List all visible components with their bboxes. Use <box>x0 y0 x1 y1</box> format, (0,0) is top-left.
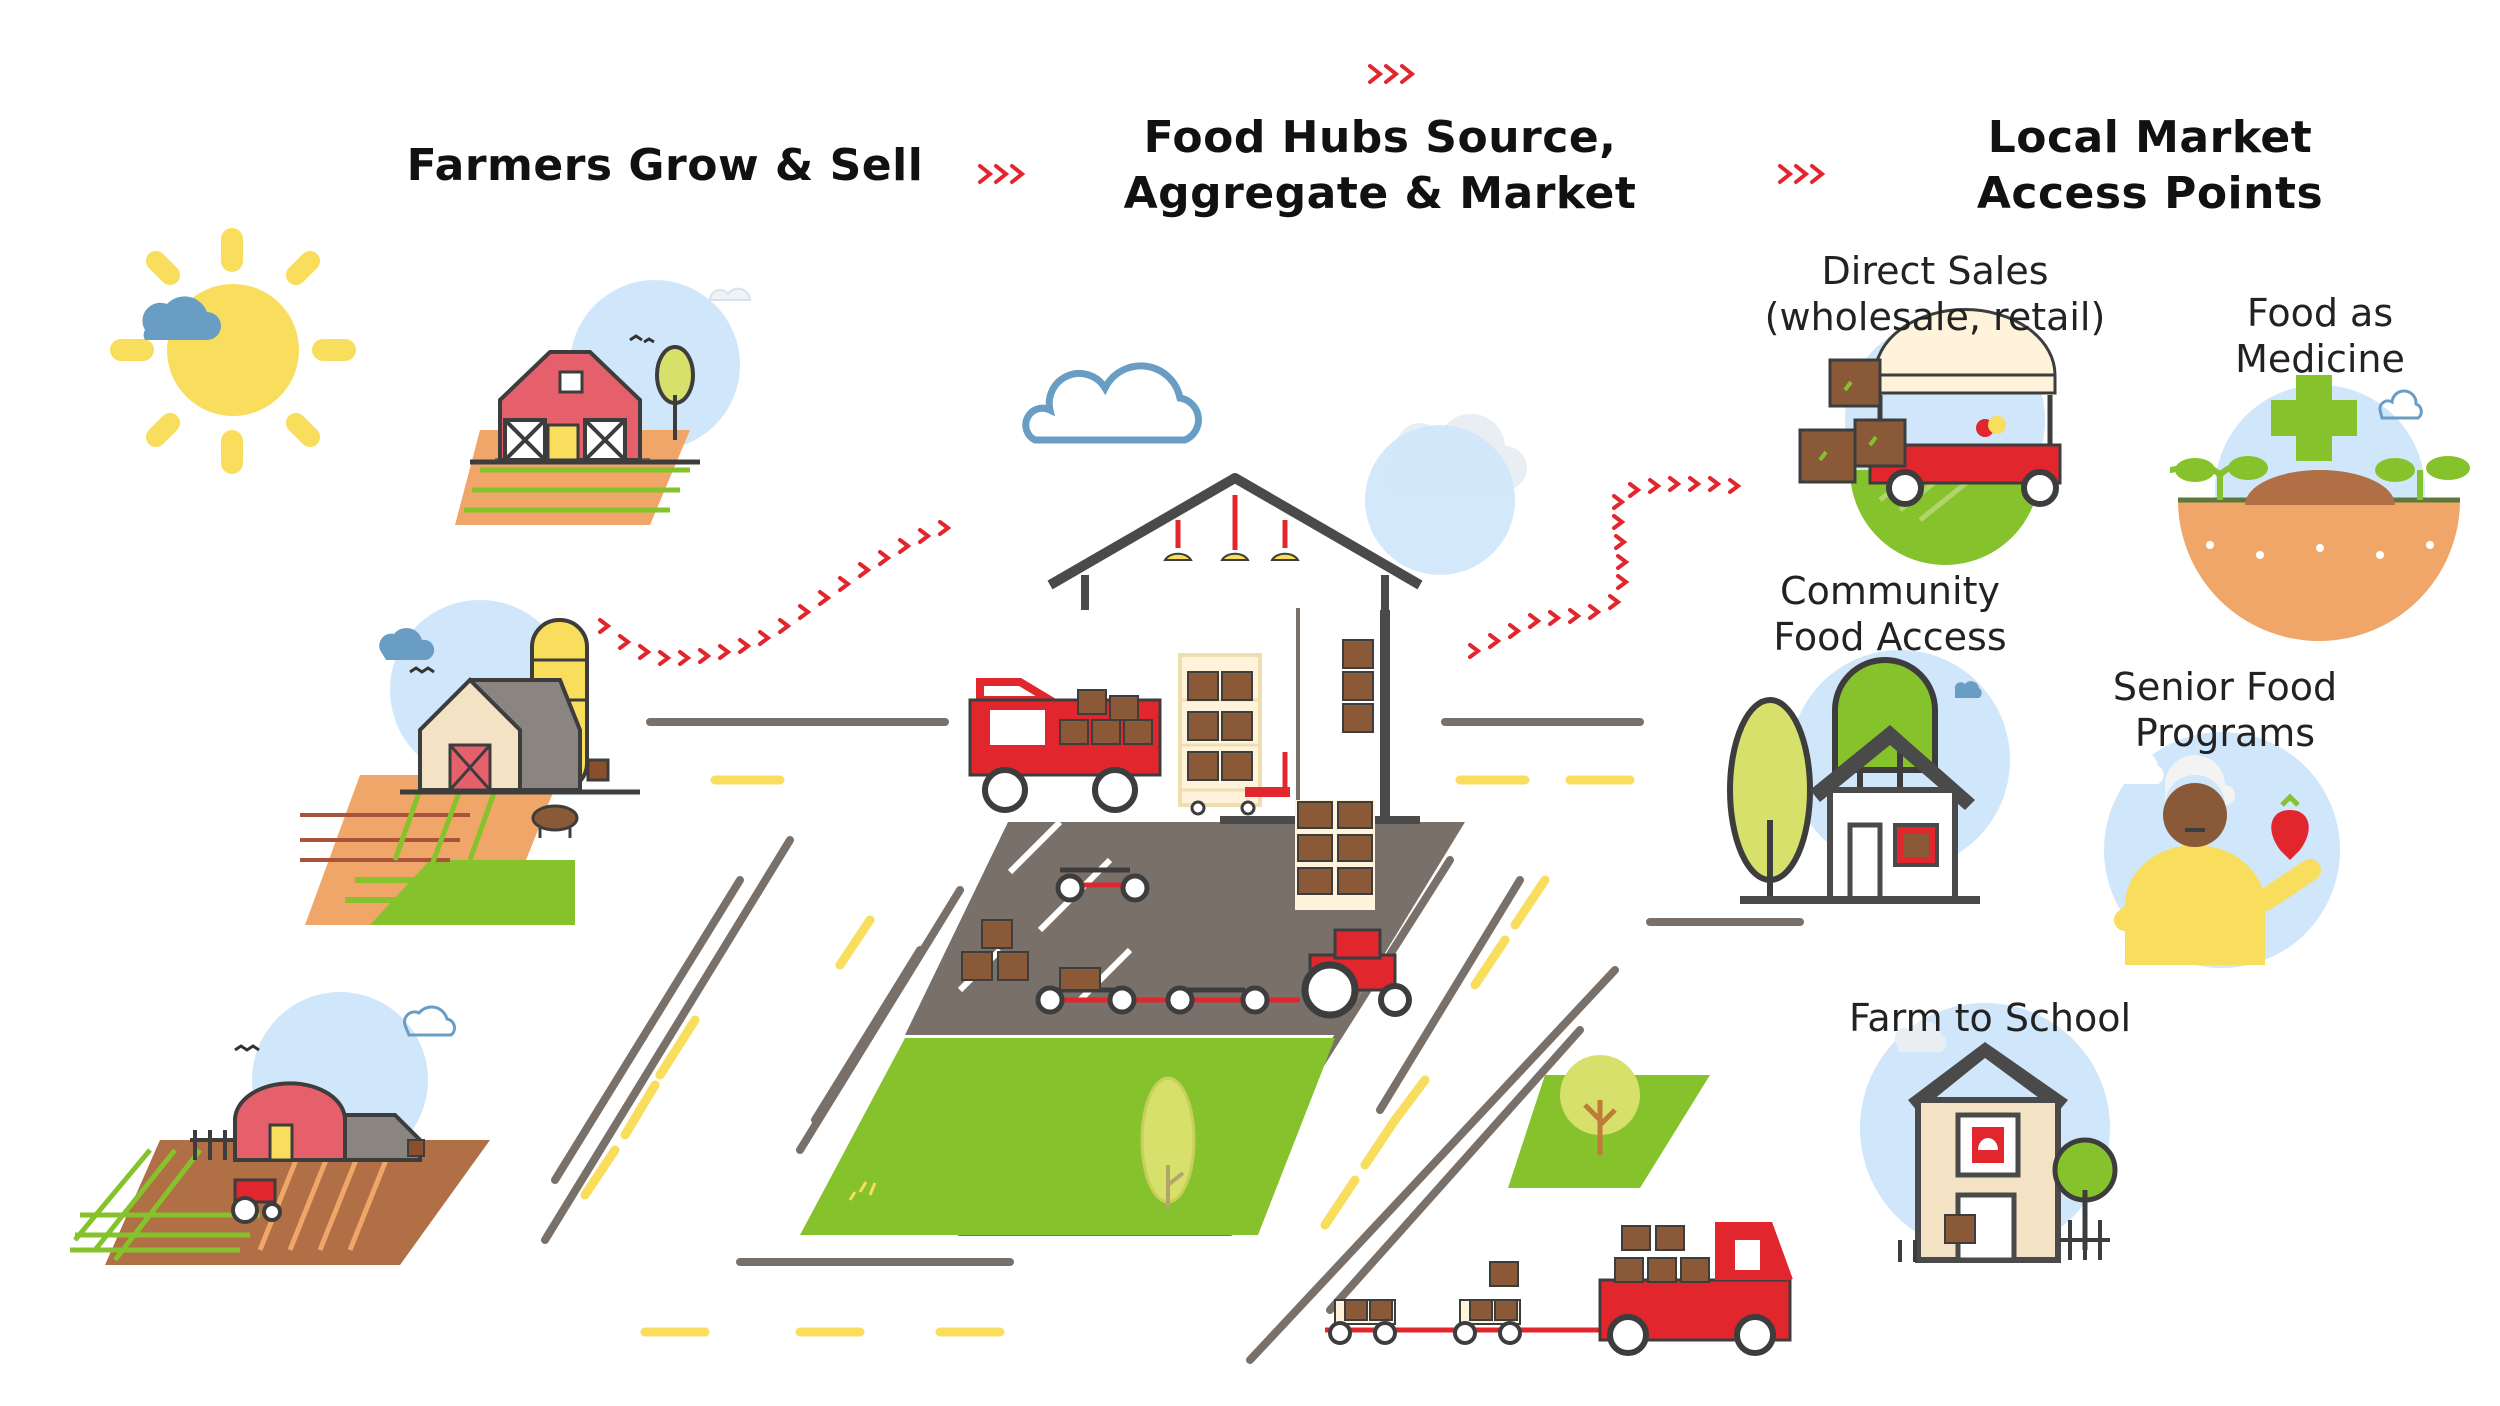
label-farm-to-school: Farm to School <box>1800 995 2180 1041</box>
label-senior-line2: Programs <box>2134 711 2316 755</box>
farm-silo-middle <box>300 600 640 925</box>
header-farmers: Farmers Grow & Sell <box>395 138 935 194</box>
header-arrow-top <box>1368 64 1416 84</box>
header-arrow-2 <box>1778 164 1826 184</box>
header-food-hubs-line1: Food Hubs Source, <box>1143 112 1617 163</box>
label-senior-line1: Senior Food <box>2112 665 2338 709</box>
label-farm-to-school-text: Farm to School <box>1848 996 2132 1040</box>
farm-barn-top <box>455 280 752 525</box>
header-local-market: Local Market Access Points <box>1880 110 2420 222</box>
header-food-hubs: Food Hubs Source, Aggregate & Market <box>1080 110 1680 222</box>
flow-path-farms-to-hub <box>598 520 952 666</box>
direct-sales-stall-icon <box>1798 308 2062 565</box>
food-hub-building <box>800 362 1527 1235</box>
food-as-medicine-icon <box>2169 375 2470 641</box>
label-food-as-medicine: Food as Medicine <box>2170 290 2470 382</box>
tractor-trailers-hub <box>1035 867 1412 1019</box>
flow-path-hub-to-market <box>1468 476 1742 659</box>
farm-to-school-icon <box>1860 1003 2118 1263</box>
label-community-food-access: Community Food Access <box>1720 568 2060 660</box>
pickup-truck-hub <box>968 678 1162 813</box>
label-direct-sales-line1: Direct Sales <box>1821 249 2049 293</box>
header-local-market-line2: Access Points <box>1976 168 2324 219</box>
pickup-truck-bottom <box>1325 1222 1793 1356</box>
label-community-line1: Community <box>1780 569 2000 613</box>
community-food-access-icon <box>1727 650 2010 904</box>
header-farmers-text: Farmers Grow & Sell <box>406 140 924 191</box>
header-arrow-1 <box>978 164 1026 184</box>
header-local-market-line1: Local Market <box>1987 112 2313 163</box>
tree-lot <box>1508 1055 1710 1188</box>
senior-food-programs-icon <box>2104 732 2340 968</box>
label-direct-sales-line2: (wholesale, retail) <box>1764 295 2106 339</box>
label-food-as-medicine-line1: Food as <box>2246 291 2394 335</box>
sun-icon <box>110 228 356 474</box>
header-food-hubs-line2: Aggregate & Market <box>1123 168 1637 219</box>
label-direct-sales: Direct Sales (wholesale, retail) <box>1730 248 2140 340</box>
label-community-line2: Food Access <box>1773 615 2007 659</box>
label-senior-food-programs: Senior Food Programs <box>2070 664 2380 756</box>
label-food-as-medicine-line2: Medicine <box>2235 337 2405 381</box>
farm-tractor-bottom <box>70 992 490 1265</box>
